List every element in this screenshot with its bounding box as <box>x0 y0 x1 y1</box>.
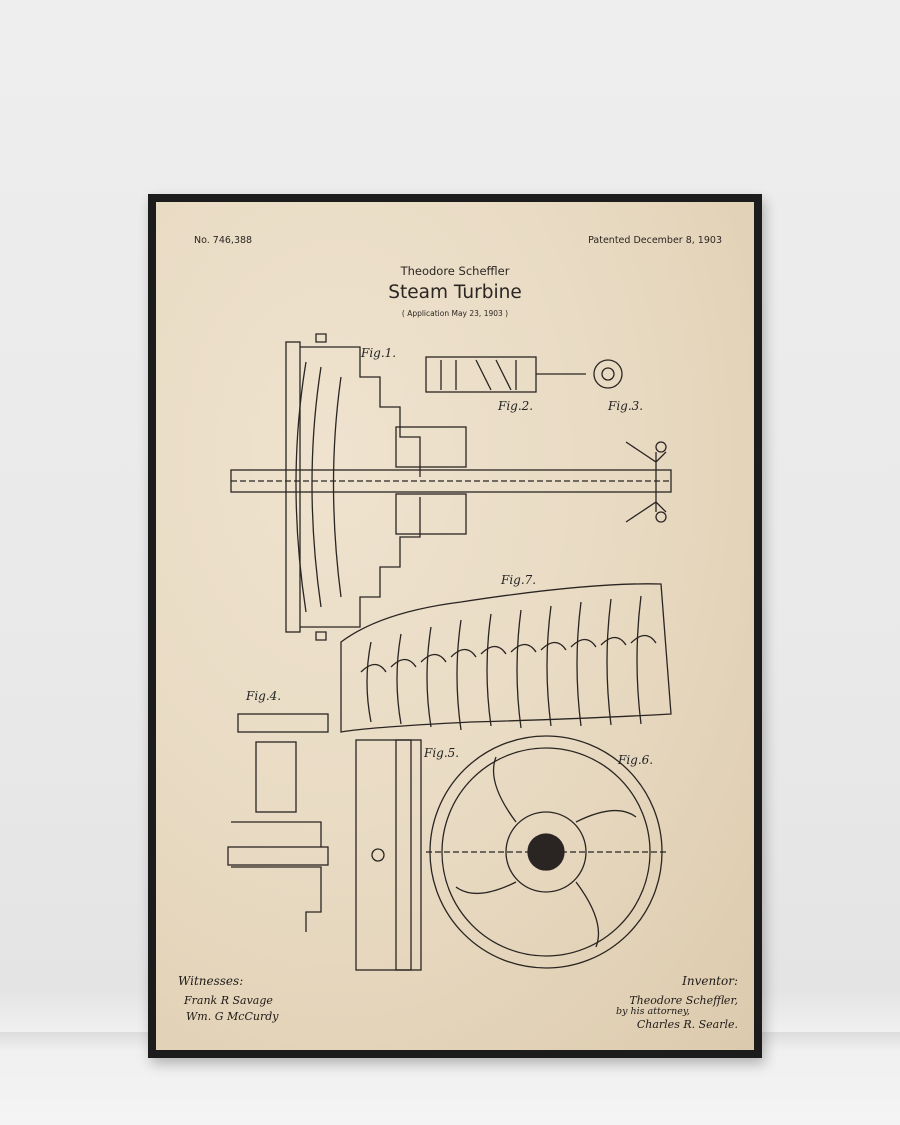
fig1-drawing <box>230 333 672 641</box>
attorney-signature: Charles R. Searle. <box>636 1018 738 1031</box>
inventor-label: Inventor: <box>682 974 738 988</box>
inventor-name: Theodore Scheffler <box>400 264 510 278</box>
fig3-label: Fig.3. <box>607 399 643 413</box>
fig6-label: Fig.6. <box>617 753 653 767</box>
poster-frame: No. 746,388 Patented December 8, 1903 Th… <box>148 194 762 1058</box>
fig4-label: Fig.4. <box>245 689 281 703</box>
witness-signature: Frank R Savage <box>184 994 273 1007</box>
fig1-label: Fig.1. <box>360 346 396 360</box>
application-date: ( Application May 23, 1903 ) <box>401 309 509 318</box>
poster-title: Steam Turbine <box>388 282 522 303</box>
fig5-drawing <box>355 739 422 971</box>
witnesses-label: Witnesses: <box>178 974 244 988</box>
fig2-label: Fig.2. <box>497 399 533 413</box>
inventor-signature: Theodore Scheffler, <box>629 994 738 1007</box>
fig7-label: Fig.7. <box>500 573 536 587</box>
fig5-label: Fig.5. <box>423 746 459 760</box>
patent-number: No. 746,388 <box>194 235 253 246</box>
witness-signature: Wm. G McCurdy <box>186 1010 279 1023</box>
fig2-fig3-drawing <box>425 356 623 393</box>
fig6-drawing <box>426 735 666 969</box>
patent-poster: No. 746,388 Patented December 8, 1903 Th… <box>156 202 754 1050</box>
fig4-drawing <box>227 713 329 932</box>
patent-date: Patented December 8, 1903 <box>588 235 722 246</box>
fig7-drawing <box>340 583 672 733</box>
attorney-line: by his attorney, <box>616 1006 690 1017</box>
patent-drawings: Fig.1. Fig.2. Fig.3. Fig.4. Fig.5. Fig.6… <box>227 333 672 971</box>
